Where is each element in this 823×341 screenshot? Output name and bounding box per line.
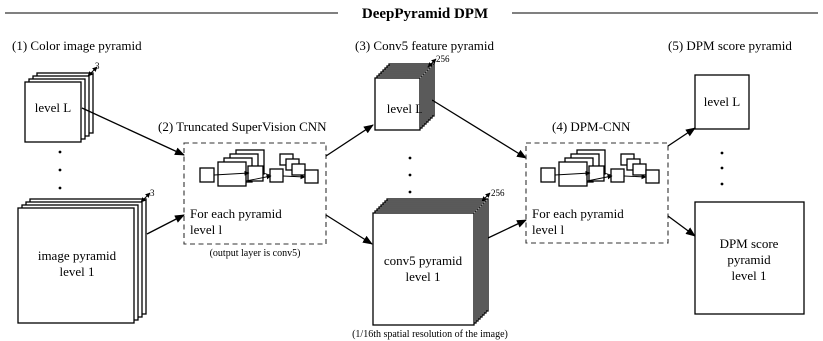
- ellipsis-dot: [58, 186, 62, 190]
- stage3-top-label: level L: [387, 101, 424, 116]
- stage4-heading: (4) DPM-CNN: [552, 119, 631, 134]
- stage3-bottom-stack: [372, 198, 489, 326]
- stage2-note: (output layer is conv5): [210, 248, 301, 259]
- arrow: [325, 124, 374, 157]
- stage4-body-line1: For each pyramid: [532, 206, 624, 221]
- stage1-top-stack: [24, 72, 94, 143]
- diagram-title: DeepPyramid DPM: [362, 6, 488, 22]
- stage5-bottom-label-line2: pyramid: [727, 252, 771, 267]
- stage1-bottom-depth: 3: [150, 188, 155, 198]
- ellipsis-dot: [408, 190, 412, 194]
- stage2-body-line1: For each pyramid: [190, 206, 282, 221]
- stage3-bottom-depth: 256: [491, 188, 505, 198]
- arrow: [146, 214, 185, 235]
- stage4-cnn-icon: [540, 149, 660, 187]
- stage5-bottom-box: [694, 201, 805, 315]
- stage4-dpm-cnn-box: [525, 142, 669, 244]
- stage3-heading: (3) Conv5 feature pyramid: [355, 38, 494, 53]
- ellipsis-dot: [408, 156, 412, 160]
- stage5-bottom-label-line1: DPM score: [720, 236, 779, 251]
- ellipsis-dot: [720, 182, 724, 186]
- arrow: [325, 214, 373, 245]
- stage1-top-label: level L: [35, 100, 72, 115]
- ellipsis-dot: [58, 150, 62, 154]
- stage2-cnn-box: [183, 142, 327, 245]
- stage2-body-line2: level l: [190, 222, 223, 237]
- stage5-top-label: level L: [704, 94, 741, 109]
- arrow: [487, 219, 527, 239]
- stage1-bottom-label-line2: level 1: [59, 264, 94, 279]
- ellipsis-dot: [408, 173, 412, 177]
- arrow: [667, 127, 696, 147]
- depth-arrow: [140, 192, 151, 203]
- stage3-note: (1/16th spatial resolution of the image): [352, 329, 508, 340]
- stage5-heading: (5) DPM score pyramid: [668, 38, 792, 53]
- arrow: [431, 99, 527, 159]
- stage3-bottom-label-line2: level 1: [405, 269, 440, 284]
- stage5-bottom-label-line3: level 1: [731, 268, 766, 283]
- stage2-heading: (2) Truncated SuperVision CNN: [158, 119, 327, 134]
- ellipsis-dot: [720, 166, 724, 170]
- stage3-top-depth: 256: [436, 54, 450, 64]
- stage3-top-stack: [374, 63, 435, 131]
- stage1-heading: (1) Color image pyramid: [12, 38, 142, 53]
- stage1-bottom-label-line1: image pyramid: [38, 248, 117, 263]
- stage2-cnn-icon: [199, 149, 319, 187]
- stage5-top-box: [694, 74, 750, 130]
- stage3-bottom-label-line1: conv5 pyramid: [384, 253, 463, 268]
- depth-arrow: [481, 192, 491, 202]
- depth-arrow: [87, 66, 98, 77]
- stage4-body-line2: level l: [532, 222, 565, 237]
- arrow: [81, 107, 185, 156]
- stage1-bottom-stack: [17, 198, 147, 324]
- ellipsis-dot: [58, 168, 62, 172]
- ellipsis-dot: [720, 151, 724, 155]
- stage1-top-depth: 3: [95, 61, 100, 71]
- depth-arrow: [427, 58, 437, 68]
- arrow: [667, 215, 696, 237]
